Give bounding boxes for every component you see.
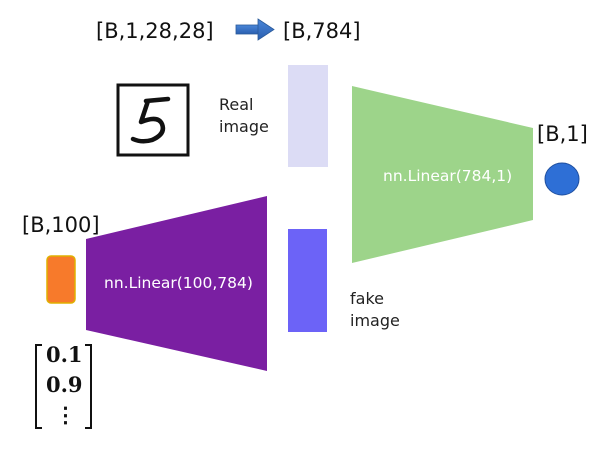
real-image-label: Real image	[219, 95, 269, 136]
noise-vector: 0.1 0.9 ⋮	[35, 342, 92, 429]
noise-value-2: ⋮	[55, 402, 76, 427]
noise-input-node	[46, 255, 76, 304]
input-shape-label: [B,1,28,28]	[96, 19, 214, 43]
noise-shape-label: [B,100]	[22, 213, 100, 237]
noise-value-0: 0.1	[46, 342, 83, 367]
discriminator-layer	[352, 86, 533, 263]
fake-image-bar	[288, 229, 327, 332]
output-node	[544, 162, 580, 196]
mnist-digit-image	[116, 83, 190, 157]
output-shape-label: [B,1]	[537, 122, 588, 146]
flatten-arrow-icon	[235, 18, 275, 41]
noise-value-1: 0.9	[46, 372, 83, 397]
flat-shape-label: [B,784]	[283, 19, 361, 43]
real-image-bar	[288, 65, 328, 167]
generator-layer	[86, 196, 267, 371]
discriminator-layer-label: nn.Linear(784,1)	[383, 167, 512, 185]
generator-layer-label: nn.Linear(100,784)	[104, 274, 253, 292]
fake-image-label: fake image	[350, 289, 400, 330]
